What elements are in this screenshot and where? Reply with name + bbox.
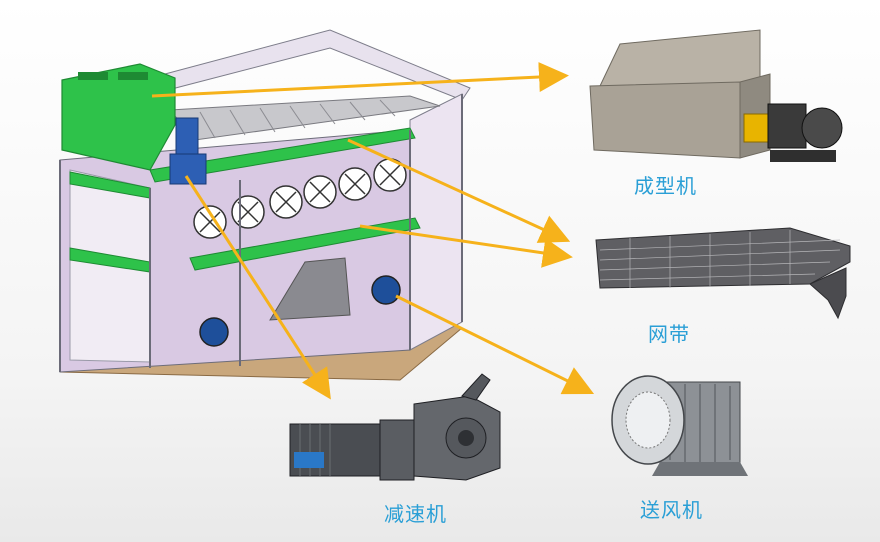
arrow-to-blower	[395, 294, 595, 395]
blower-inlet-left	[199, 317, 229, 347]
hopper-slot	[78, 72, 108, 80]
arrow-to-mesh-belt-1	[347, 138, 571, 243]
arrow-to-reducer	[184, 175, 331, 400]
mesh-lines	[199, 99, 396, 139]
label-mesh-belt: 网带	[648, 322, 690, 346]
label-reducer: 减速机	[384, 502, 447, 526]
hopper-slot	[118, 72, 148, 80]
center-funnel	[269, 257, 351, 321]
green-hopper	[61, 63, 176, 171]
blower-inlet-right	[371, 275, 401, 305]
label-forming-machine: 成型机	[634, 174, 697, 198]
label-blower: 送风机	[640, 498, 703, 522]
green-belt-mid	[189, 217, 421, 271]
arrow-to-mesh-belt-2	[359, 224, 573, 268]
arrow-to-forming-machine	[151, 62, 569, 98]
frame-posts	[59, 94, 463, 372]
